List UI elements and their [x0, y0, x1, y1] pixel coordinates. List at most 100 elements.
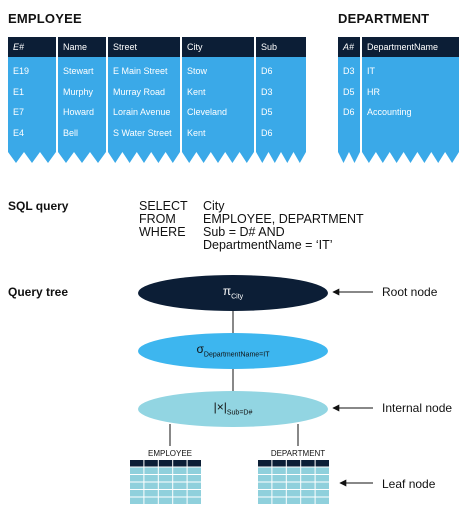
sql-keyword: WHERE — [139, 225, 186, 239]
leaf-grid-cell — [315, 467, 329, 474]
query-tree-label: Query tree — [8, 285, 69, 299]
leaf-grid-cell — [173, 467, 187, 474]
leaf-grid-cell — [173, 475, 187, 482]
leaf-grid-cell — [187, 490, 201, 497]
leaf-grid-cell — [286, 475, 301, 482]
department-cell: D3 — [343, 66, 355, 76]
leaf-grid-cell — [158, 482, 173, 489]
leaf-grid-cell — [315, 490, 329, 497]
leaf-grid-cell — [130, 482, 144, 489]
select-node-label: σDepartmentName=IT — [138, 342, 328, 358]
leaf-grid-cell — [301, 490, 315, 497]
employee-cell: Stow — [187, 66, 208, 76]
internal-node-annotation: Internal node — [382, 401, 453, 415]
leaf-grid-cell — [301, 482, 315, 489]
leaf-grid-header-cell — [258, 460, 272, 467]
leaf-grid-header-cell — [301, 460, 315, 467]
leaf-grid-cell — [173, 482, 187, 489]
leaf-grid-cell — [144, 475, 158, 482]
employee-torn-edge — [8, 152, 56, 163]
leaf-grid-cell — [173, 490, 187, 497]
sql-keywords: SELECT FROM WHERE — [139, 200, 188, 252]
employee-leaf-label: EMPLOYEE — [147, 449, 192, 458]
employee-column-header: Name — [58, 37, 106, 57]
leaf-grid-cell — [315, 482, 329, 489]
root-node — [138, 275, 328, 311]
leaf-grid-cell — [315, 475, 329, 482]
leaf-grid-cell — [144, 490, 158, 497]
department-cell: IT — [367, 66, 375, 76]
leaf-grid-cell — [315, 497, 329, 504]
sql-keyword: SELECT — [139, 199, 188, 213]
leaf-grid-cell — [286, 490, 301, 497]
employee-cell: Bell — [63, 127, 79, 138]
leaf-grid-cell — [301, 497, 315, 504]
leaf-grid-cell — [286, 482, 301, 489]
sql-clauses: City EMPLOYEE, DEPARTMENT Sub = D# AND D… — [203, 200, 364, 252]
join-node — [138, 391, 328, 427]
employee-torn-edge — [58, 152, 106, 163]
root-node-label: πCity — [138, 284, 328, 300]
leaf-grid-cell — [258, 482, 272, 489]
leaf-grid-cell — [144, 467, 158, 474]
leaf-grid-cell — [130, 497, 144, 504]
department-torn-edge — [362, 152, 459, 163]
leaf-grid-cell — [158, 497, 173, 504]
leaf-node-annotation: Leaf node — [382, 477, 436, 491]
sql-keyword: FROM — [139, 212, 176, 226]
leaf-grid-cell — [272, 497, 286, 504]
employee-cell: Stewart — [63, 66, 94, 76]
employee-cell: Howard — [63, 107, 95, 117]
leaf-grid-cell — [286, 467, 301, 474]
leaf-grid-cell — [144, 497, 158, 504]
leaf-grid-cell — [301, 475, 315, 482]
employee-column-header: E# — [8, 37, 56, 57]
employee-cell: Lorain Avenue — [113, 107, 171, 117]
projection-subscript: City — [231, 293, 244, 301]
select-node — [138, 333, 328, 369]
leaf-grid-header-cell — [130, 460, 144, 467]
leaf-grid-cell — [258, 467, 272, 474]
sql-clause: EMPLOYEE, DEPARTMENT — [203, 212, 364, 226]
department-cell: D5 — [343, 86, 355, 97]
department-leaf-grid — [258, 460, 329, 504]
leaf-grid-cell — [158, 475, 173, 482]
leaf-grid-cell — [187, 475, 201, 482]
join-node-label: |×|Sub=D# — [138, 400, 328, 416]
employee-torn-edge — [182, 152, 254, 163]
department-cell: Accounting — [367, 107, 412, 117]
leaf-grid-cell — [301, 467, 315, 474]
leaf-grid-cell — [130, 490, 144, 497]
leaf-grid-cell — [258, 475, 272, 482]
employee-leaf-grid — [130, 460, 201, 504]
sql-clause: DepartmentName = ‘IT’ — [203, 238, 333, 252]
leaf-grid-header-cell — [173, 460, 187, 467]
leaf-grid-header-cell — [286, 460, 301, 467]
leaf-grid-cell — [158, 490, 173, 497]
selection-subscript: DepartmentName=IT — [203, 351, 270, 359]
leaf-grid-cell — [173, 497, 187, 504]
leaf-grid-cell — [187, 467, 201, 474]
leaf-grid-header-cell — [187, 460, 201, 467]
employee-column-header: City — [182, 37, 254, 57]
employee-cell: Murray Road — [113, 86, 166, 97]
leaf-grid-cell — [272, 467, 286, 474]
join-subscript: Sub=D# — [226, 409, 253, 417]
leaf-grid-cell — [187, 482, 201, 489]
employee-cell: D5 — [261, 107, 273, 117]
employee-cell: Cleveland — [187, 107, 228, 117]
department-cell: HR — [367, 86, 380, 97]
leaf-grid-cell — [187, 497, 201, 504]
root-node-annotation: Root node — [382, 285, 438, 299]
